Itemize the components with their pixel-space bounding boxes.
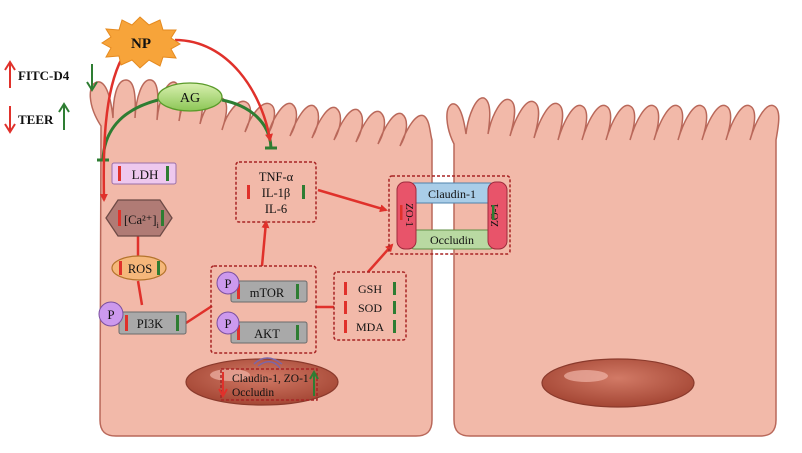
zo1-right-label: ZO-1 (489, 203, 501, 227)
gsh-label: GSH (358, 282, 382, 296)
oxidative-tj-arrow (367, 243, 394, 273)
calcium-sub: i (157, 221, 160, 230)
pi3k-node: PI3K P (98, 301, 187, 335)
up-bar-icon (344, 320, 347, 333)
down-bar-icon (302, 185, 305, 199)
down-bar-icon (157, 261, 160, 275)
down-bar-icon (176, 315, 179, 331)
nucleus-gene-box: Claudin-1, ZO-1 Occludin (218, 368, 319, 401)
down-bar-icon (393, 301, 396, 314)
np-arrow-down (99, 57, 124, 202)
up-arrow-icon (309, 369, 319, 396)
up-bar-icon (119, 261, 122, 275)
teer-indicator: TEER (4, 102, 70, 134)
down-arrow-icon (86, 64, 98, 92)
akt-phospho: P (225, 317, 232, 331)
down-bar-icon (166, 166, 169, 181)
svg-text:[Ca²⁺]i: [Ca²⁺]i (124, 213, 160, 230)
mtor-node: mTOR P (216, 271, 308, 303)
np-starburst: NP (101, 16, 181, 69)
right-nucleus (541, 358, 695, 408)
mtor-label: mTOR (250, 286, 285, 300)
sod-label: SOD (358, 301, 382, 315)
ros-label: ROS (128, 262, 152, 276)
mtor-phospho: P (225, 277, 232, 291)
tnf-label: TNF-α (259, 170, 294, 184)
up-bar-icon (247, 185, 250, 199)
teer-label: TEER (18, 112, 54, 127)
akt-label: AKT (254, 327, 280, 341)
ag-node: AG (157, 82, 223, 112)
down-arrow-icon (4, 106, 16, 134)
up-bar-icon (344, 301, 347, 314)
pi3k-mtor-link (185, 304, 213, 325)
up-arrow-icon (58, 102, 70, 130)
nucleus-gene-line1: Claudin-1, ZO-1 (232, 373, 309, 385)
up-bar-icon (118, 210, 121, 226)
mtor-cytokine-arrow (260, 220, 270, 267)
up-bar-icon (237, 325, 240, 340)
down-bar-icon (492, 205, 495, 220)
ag-label: AG (180, 91, 200, 106)
occludin-label: Occludin (430, 233, 474, 247)
fitc-indicator: FITC-D4 (4, 60, 98, 92)
ros-pi3k-link (136, 280, 144, 306)
calcium-label: [Ca²⁺] (124, 213, 157, 227)
fitc-label: FITC-D4 (18, 68, 70, 83)
il1b-label: IL-1β (262, 186, 291, 200)
cytokine-box: TNF-α IL-1β IL-6 (235, 161, 317, 223)
right-cell (446, 97, 780, 437)
down-bar-icon (296, 325, 299, 340)
np-arrow-tnf (174, 38, 273, 142)
cytokine-tj-arrow (317, 188, 388, 213)
zo1-left-label: ZO-1 (403, 203, 415, 227)
ldh-box: LDH (111, 162, 177, 185)
ldh-label: LDH (132, 167, 159, 182)
down-bar-icon (393, 282, 396, 295)
ros-node: ROS (111, 255, 167, 281)
mda-label: MDA (356, 320, 384, 334)
down-arrow-icon (218, 372, 228, 399)
down-bar-icon (161, 210, 164, 226)
up-bar-icon (400, 205, 403, 220)
up-bar-icon (344, 282, 347, 295)
tight-junction-complex: Claudin-1 Occludin ZO-1 ZO-1 (388, 175, 511, 255)
pi3k-label: PI3K (137, 317, 163, 331)
up-bar-icon (125, 315, 128, 331)
up-bar-icon (237, 284, 240, 299)
pi3k-phospho: P (107, 307, 114, 322)
claudin-label: Claudin-1 (428, 187, 476, 201)
oxidative-box: GSH SOD MDA (333, 271, 407, 341)
up-bar-icon (118, 166, 121, 181)
calcium-node: [Ca²⁺]i (105, 199, 173, 237)
np-label: NP (131, 36, 151, 52)
down-bar-icon (393, 320, 396, 333)
down-bar-icon (296, 284, 299, 299)
akt-node: AKT P (216, 311, 308, 344)
nucleus-gene-line2: Occludin (232, 387, 274, 399)
up-arrow-icon (4, 60, 16, 88)
il6-label: IL-6 (265, 202, 287, 216)
